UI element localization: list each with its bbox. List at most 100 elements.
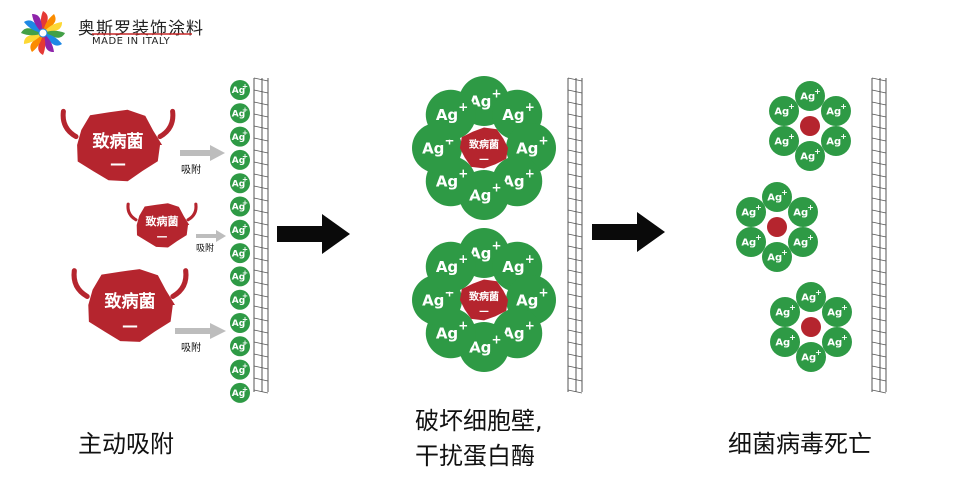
adsorb-label: 吸附: [196, 242, 214, 254]
silver-ion-label: Ag: [767, 193, 782, 204]
silver-ion-plus: +: [242, 105, 248, 114]
silver-ion: Ag+: [769, 96, 800, 126]
logo-petal: [43, 33, 55, 53]
wall-brick: [253, 281, 269, 286]
silver-ion-label: Ag: [502, 324, 524, 342]
pathogen-minus: —: [479, 306, 489, 317]
dead-pathogen: [801, 317, 821, 337]
silver-ion-plus: +: [242, 384, 248, 393]
wall-brick: [253, 257, 269, 262]
pathogen-label: 致病菌: [105, 291, 156, 312]
silver-ion-body: [230, 266, 250, 287]
wall-brick: [253, 161, 269, 166]
silver-ion: Ag+: [820, 126, 851, 156]
silver-ion: Ag+: [795, 81, 825, 111]
silver-ion-label: Ag: [801, 293, 816, 304]
silver-ion-plus: +: [815, 288, 822, 297]
silver-ion: Ag+: [736, 227, 767, 257]
silver-ion-plus: +: [788, 132, 795, 141]
silver-ion: Ag+: [230, 126, 250, 147]
silver-cluster-top: Ag+Ag+Ag+Ag+Ag+Ag+Ag+Ag+致病菌—: [412, 76, 556, 220]
silver-ion-label: Ag: [232, 226, 245, 236]
pathogen-inner: 致病菌—: [459, 127, 509, 169]
wall-brick: [253, 137, 269, 142]
logo-petal: [43, 13, 56, 33]
wall-brick: [871, 89, 887, 94]
silver-ion-label: Ag: [502, 106, 524, 124]
silver-ion-body: [820, 126, 851, 156]
wall-brick: [871, 113, 887, 118]
silver-ion-body: [820, 96, 851, 126]
logo-petal: [21, 28, 43, 36]
dead-cluster-top: Ag+Ag+Ag+Ag+Ag+Ag+: [769, 81, 851, 171]
wall-brick: [567, 137, 583, 142]
pathogen-minus: —: [157, 230, 168, 243]
silver-ion-label: Ag: [232, 296, 245, 306]
pathogen-tentacle: [186, 202, 198, 222]
silver-ion: Ag+: [230, 382, 250, 403]
pathogen-minus: —: [110, 154, 126, 173]
silver-ion: Ag+: [230, 80, 250, 100]
silver-ion-plus: +: [491, 332, 501, 346]
silver-ion-plus: +: [841, 303, 848, 312]
wall-brick: [871, 293, 887, 298]
wall-brick: [871, 161, 887, 166]
wall-brick: [567, 185, 583, 190]
silver-ion-plus: +: [788, 102, 795, 111]
wall-brick: [567, 257, 583, 262]
silver-ion-body: [796, 342, 826, 372]
wall-brick: [871, 257, 887, 262]
wall-brick: [253, 149, 269, 154]
pathogen-large-1: 致病菌 —: [60, 108, 176, 182]
silver-ion-plus: +: [781, 188, 788, 197]
silver-ion-body: [230, 382, 250, 403]
wall-brick: [871, 341, 887, 346]
wall-brick: [253, 389, 269, 394]
silver-ion-label: Ag: [436, 324, 458, 342]
pathogen-tentacle: [71, 268, 90, 299]
silver-ion-body: [425, 241, 476, 292]
adsorb-arrow-1: 吸附: [180, 145, 225, 176]
silver-ion-plus: +: [525, 252, 535, 266]
wall-brick: [871, 389, 887, 394]
dead-pathogen: [800, 116, 820, 136]
wall-brick: [253, 245, 269, 250]
silver-ion-plus: +: [242, 338, 248, 347]
wall-brick: [567, 377, 583, 382]
silver-ion-label: Ag: [827, 338, 842, 349]
silver-ion-label: Ag: [232, 179, 245, 189]
silver-ion-plus: +: [781, 248, 788, 257]
silver-ion-plus: +: [491, 86, 501, 100]
wall-brick: [253, 113, 269, 118]
silver-ion-plus: +: [525, 318, 535, 332]
wall-brick: [567, 329, 583, 334]
silver-ion-label: Ag: [232, 273, 245, 283]
wall-brick: [567, 77, 583, 82]
silver-ion-plus: +: [840, 102, 847, 111]
silver-ion-plus: +: [242, 291, 248, 300]
caption-stage2-line1: 破坏细胞壁,: [415, 407, 543, 435]
pathogen-body: [459, 127, 509, 169]
silver-ion-plus: +: [458, 318, 468, 332]
wall-brick: [567, 113, 583, 118]
logo-petal: [30, 33, 43, 53]
silver-ion-label: Ag: [232, 86, 245, 96]
silver-ion-plus: +: [458, 100, 468, 114]
silver-ion-label: Ag: [826, 137, 841, 148]
wall-brick: [253, 209, 269, 214]
silver-ion-label: Ag: [800, 92, 815, 103]
silver-ion-plus: +: [242, 128, 248, 137]
wall-brick: [871, 173, 887, 178]
silver-ion-body: [769, 96, 800, 126]
pathogen-inner: 致病菌—: [459, 279, 509, 321]
silver-ion-label: Ag: [232, 133, 245, 143]
pathogen-tentacle: [60, 108, 79, 140]
silver-ion-label: Ag: [793, 238, 808, 249]
wall-brick: [567, 149, 583, 154]
silver-ion: Ag+: [796, 282, 826, 312]
silver-ion: Ag+: [762, 182, 792, 212]
silver-ion-plus: +: [242, 221, 248, 230]
caption-stage1: 主动吸附: [78, 430, 174, 458]
wall-brick: [871, 233, 887, 238]
